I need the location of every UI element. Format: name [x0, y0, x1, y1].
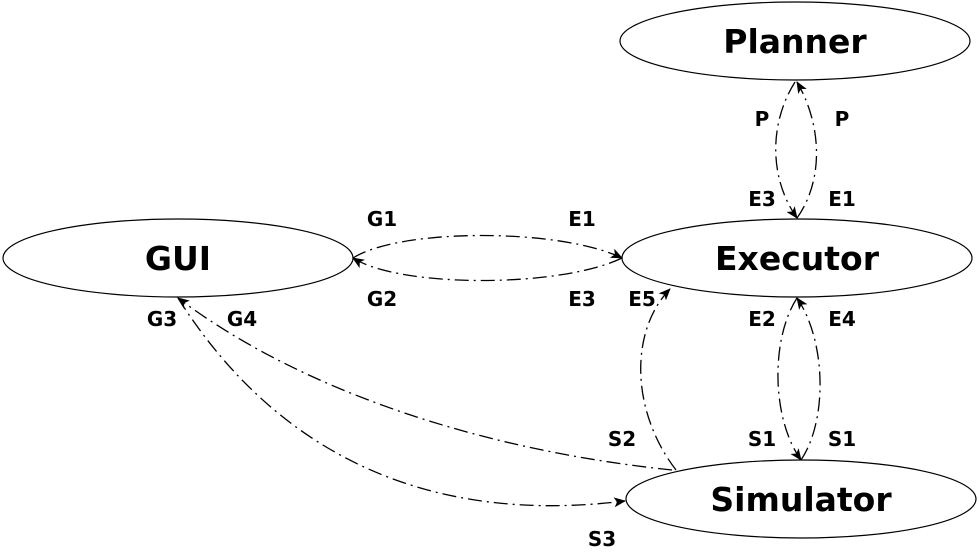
label-p-left: P	[755, 107, 770, 131]
label-e3-top: E3	[748, 187, 776, 211]
label-e5: E5	[628, 287, 656, 311]
edge-executor-to-simulator	[777, 297, 802, 461]
label-s1-right: S1	[828, 427, 856, 451]
edge-executor-to-gui	[352, 257, 623, 282]
edge-simulator-to-executor	[796, 297, 821, 461]
label-g4: G4	[227, 307, 257, 331]
planner-node: Planner	[619, 1, 971, 81]
label-e2: E2	[748, 307, 776, 331]
label-e3-left: E3	[568, 287, 596, 311]
gui-node: GUI	[2, 218, 354, 298]
label-e1-left: E1	[568, 207, 596, 231]
edge-gui-to-simulator-g3	[177, 297, 626, 508]
label-g3: G3	[147, 307, 177, 331]
edge-executor-to-planner	[796, 81, 818, 219]
label-s2: S2	[608, 427, 636, 451]
label-e1-top: E1	[828, 187, 856, 211]
label-s1-left: S1	[748, 427, 776, 451]
edge-planner-to-executor	[775, 81, 798, 219]
executor-node: Executor	[621, 218, 973, 298]
planner-ellipse	[619, 1, 971, 81]
label-e4: E4	[828, 307, 856, 331]
edge-simulator-to-gui-g4	[177, 297, 673, 471]
gui-label: GUI	[145, 239, 211, 278]
simulator-label: Simulator	[710, 480, 892, 519]
simulator-node: Simulator	[625, 459, 977, 539]
edge-gui-to-executor	[352, 234, 623, 259]
label-s3: S3	[588, 527, 616, 551]
label-g1: G1	[367, 207, 397, 231]
label-p-right: P	[835, 107, 850, 131]
label-g2: G2	[367, 287, 397, 311]
edge-simulator-to-executor-e5	[640, 288, 677, 471]
executor-label: Executor	[715, 239, 880, 278]
planner-label: Planner	[723, 22, 867, 61]
